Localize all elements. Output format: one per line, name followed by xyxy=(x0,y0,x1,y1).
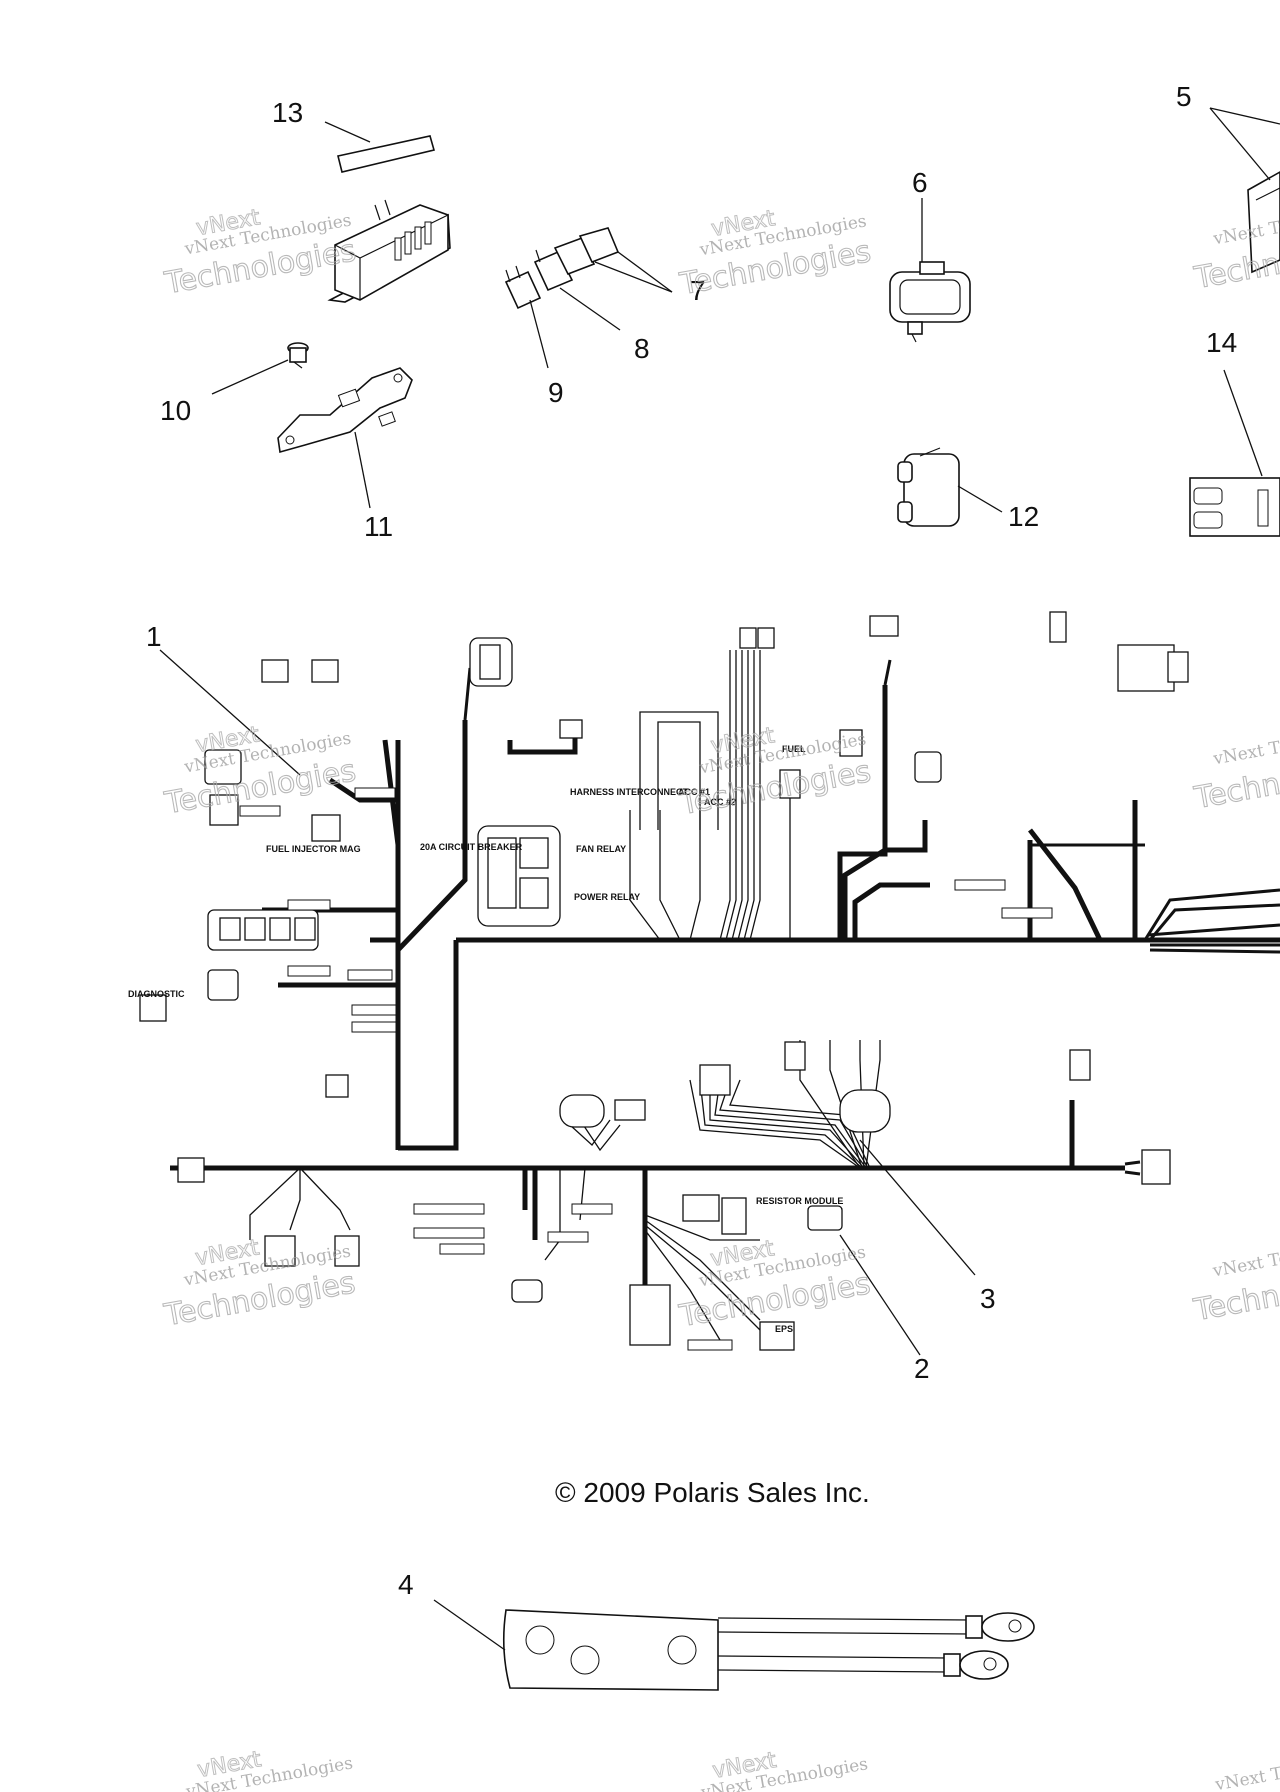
callout-1: 1 xyxy=(146,621,162,652)
part-12-circuit-breaker xyxy=(897,447,960,527)
callout-2: 2 xyxy=(914,1353,930,1384)
leader-3 xyxy=(859,1139,976,1276)
leader-8 xyxy=(559,287,621,331)
label-harness-interconnect: HARNESS INTERCONNECT xyxy=(570,787,689,797)
label-fan-relay: FAN RELAY xyxy=(576,844,626,854)
label-power-relay: POWER RELAY xyxy=(574,892,640,902)
part-11-bracket xyxy=(277,367,413,454)
label-fuel: FUEL xyxy=(782,744,806,754)
callout-11: 11 xyxy=(364,511,393,542)
watermark-bottom-right: vNext Technologies xyxy=(1213,1746,1280,1792)
callout-10: 10 xyxy=(160,395,191,426)
part-5-relay xyxy=(1247,171,1280,274)
part-14-terminal xyxy=(1189,477,1280,537)
label-acc2: ACC #2 xyxy=(704,797,736,807)
leader-12 xyxy=(957,485,1003,513)
watermark-low-right: vNext Technologies Technologies xyxy=(1190,1232,1280,1328)
callout-6: 6 xyxy=(912,167,928,198)
harness-connectors xyxy=(139,611,1189,1351)
label-fuel-injector: FUEL INJECTOR MAG xyxy=(266,844,361,854)
callout-8: 8 xyxy=(634,333,650,364)
leader-5b xyxy=(1209,107,1280,125)
callout-12: 12 xyxy=(1008,501,1039,532)
watermark-bottom-center: vNext vNext Technologies xyxy=(699,1748,870,1792)
part-9-fuse xyxy=(504,265,542,310)
leader-7a xyxy=(594,261,673,293)
watermark-low-left: vNext vNext Technologies Technologies xyxy=(161,1235,359,1334)
svg-text:vNext Technologies: vNext Technologies xyxy=(1211,720,1280,769)
leader-5a xyxy=(1209,107,1271,181)
leader-11 xyxy=(354,431,371,509)
part-4-ground-strap xyxy=(502,1609,1035,1691)
svg-text:vNext Technologies: vNext Technologies xyxy=(1213,1746,1280,1792)
label-diagnostic: DIAGNOSTIC xyxy=(128,989,185,999)
leader-1 xyxy=(159,649,301,776)
watermark-low-center: vNext vNext Technologies Technologies xyxy=(676,1236,874,1335)
watermark-top-center: vNext vNext Technologies Technologies xyxy=(676,206,874,303)
leader-2 xyxy=(839,1234,921,1356)
harness-top-branches xyxy=(507,659,1280,954)
leader-9 xyxy=(529,299,549,369)
label-eps: EPS xyxy=(775,1324,793,1334)
callout-4: 4 xyxy=(398,1569,414,1600)
part-13-fuse-box xyxy=(334,199,449,301)
leader-7b xyxy=(617,251,673,293)
copyright-text: © 2009 Polaris Sales Inc. xyxy=(555,1477,870,1508)
svg-text:vNext Technologies: vNext Technologies xyxy=(1210,1232,1280,1281)
leader-14 xyxy=(1223,369,1263,477)
leader-4 xyxy=(433,1599,506,1651)
harness-bottom-branches xyxy=(249,1040,1075,1341)
watermark-bottom-left: vNext vNext Technologies xyxy=(184,1747,355,1792)
callout-9: 9 xyxy=(548,377,564,408)
callout-3: 3 xyxy=(980,1283,996,1314)
watermark-top-left: vNext vNext Technologies Technologies xyxy=(161,205,359,302)
label-circuit-breaker: 20A CIRCUIT BREAKER xyxy=(420,842,523,852)
harness-spec-boxes xyxy=(239,787,1053,1351)
callout-7: 7 xyxy=(690,275,706,306)
callout-13: 13 xyxy=(272,97,303,128)
callout-5: 5 xyxy=(1176,81,1192,112)
harness-fan-wires xyxy=(629,627,791,941)
watermark-mid-right: vNext Technologies Technologies xyxy=(1191,720,1280,816)
callout-14: 14 xyxy=(1206,327,1237,358)
part-7-fuse xyxy=(553,227,620,276)
label-acc1: ACC #1 xyxy=(678,787,710,797)
leader-13 xyxy=(324,121,371,143)
watermark-mid-left: vNext vNext Technologies Technologies xyxy=(161,722,359,822)
leader-10 xyxy=(211,359,289,395)
part-10-bolt xyxy=(287,342,309,369)
part-6-sensor-connector xyxy=(889,261,971,343)
label-resistor-module: RESISTOR MODULE xyxy=(756,1196,843,1206)
